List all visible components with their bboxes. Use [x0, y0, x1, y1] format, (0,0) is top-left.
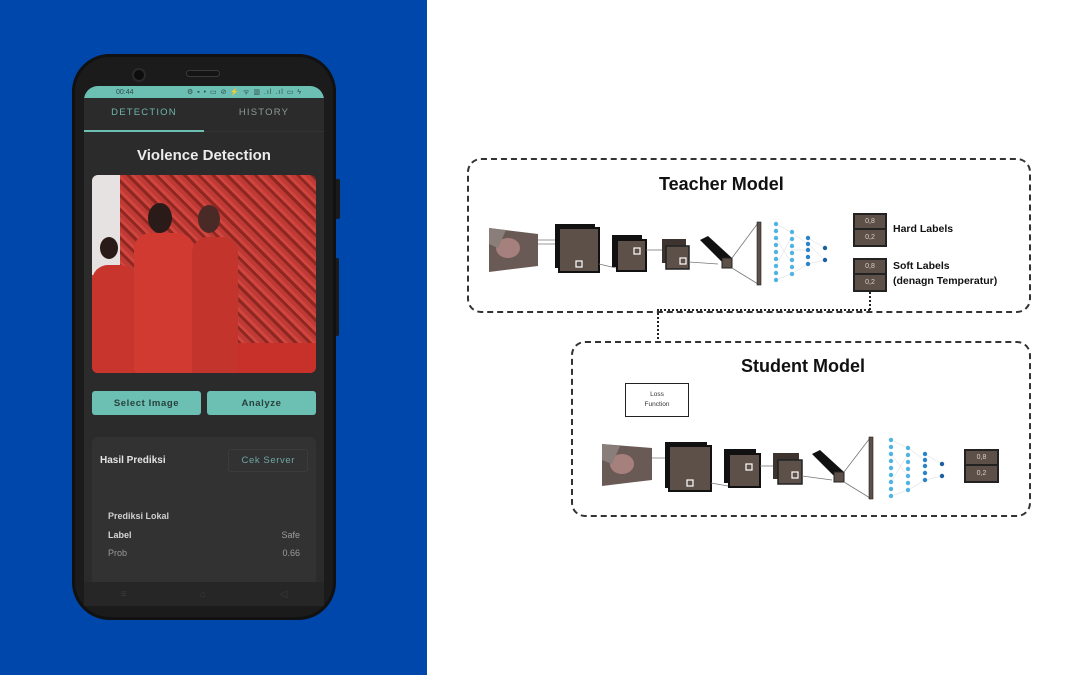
loss-function-box: Loss Function — [625, 383, 689, 417]
result-key: Label — [108, 530, 132, 540]
flatten-layer — [756, 221, 762, 286]
image-person-center-head — [148, 203, 172, 233]
student-output: 0,8 0,2 — [964, 449, 999, 483]
conv-layer-2 — [724, 449, 761, 488]
input-image-icon — [489, 228, 538, 272]
action-buttons: Select Image Analyze — [92, 391, 316, 415]
image-person-center — [134, 233, 194, 373]
connector-dotted-line — [869, 292, 871, 310]
soft-labels-line2: (denagn Temperatur) — [893, 275, 998, 287]
teacher-model-title: Teacher Model — [659, 174, 784, 194]
label-value: 0,2 — [865, 279, 875, 286]
app-title: Violence Detection — [137, 147, 271, 164]
cek-server-button[interactable]: Cek Server — [228, 449, 308, 472]
menu-icon[interactable]: ≡ — [120, 588, 127, 600]
dense-layers — [888, 437, 945, 499]
result-value: 0.66 — [282, 548, 300, 558]
prediction-result-card: Hasil Prediksi Cek Server Prediksi Lokal… — [92, 437, 316, 597]
loss-line2: Function — [644, 401, 670, 408]
tab-history[interactable]: HISTORY — [238, 107, 290, 118]
phone-screen: 00:44 ⚙ ▪ • ▭ ⊘ ⚡ ᯤ ▥ .ıl .ıl ▭ ϟ DETECT… — [84, 86, 324, 606]
flatten-layer — [868, 436, 874, 500]
tab-bar: DETECTION HISTORY — [84, 98, 324, 132]
image-person-left-head — [100, 237, 118, 259]
phone-mockup: 00:44 ⚙ ▪ • ▭ ⊘ ⚡ ᯤ ▥ .ıl .ıl ▭ ϟ DETECT… — [72, 54, 336, 620]
card-title: Hasil Prediksi — [100, 455, 166, 466]
image-person-right-head — [198, 205, 220, 233]
conv-layer-4 — [812, 450, 845, 483]
select-image-button[interactable]: Select Image — [92, 391, 201, 415]
analyze-button[interactable]: Analyze — [207, 391, 316, 415]
home-icon[interactable]: ⌂ — [200, 588, 207, 600]
label-value: 0,2 — [976, 470, 987, 477]
label-value: 0,8 — [966, 451, 997, 466]
soft-labels-line1: Soft Labels — [893, 260, 950, 272]
image-wall — [92, 175, 120, 275]
tab-detection[interactable]: DETECTION — [111, 107, 177, 118]
label-value: 0,2 — [865, 234, 875, 241]
student-model-box — [571, 341, 1031, 517]
result-row-label: Label Safe — [108, 530, 300, 540]
result-key: Prob — [108, 548, 128, 558]
back-icon[interactable]: ◁ — [279, 588, 288, 600]
conv-layer-1 — [665, 442, 712, 492]
result-value: Safe — [281, 530, 300, 540]
conv-layer-1 — [555, 224, 600, 273]
conv-layer-3 — [662, 239, 690, 270]
status-bar: 00:44 ⚙ ▪ • ▭ ⊘ ⚡ ᯤ ▥ .ıl .ıl ▭ ϟ — [84, 86, 324, 98]
phone-power-button — [334, 179, 340, 219]
input-image-icon — [602, 444, 652, 486]
selected-image-preview — [92, 175, 316, 373]
camera-icon — [132, 68, 146, 82]
hard-labels-text: Hard Labels — [893, 223, 954, 235]
status-time: 00:44 — [116, 88, 134, 96]
soft-labels-output: 0,8 0,2 — [853, 258, 887, 292]
conv-layer-4 — [700, 236, 733, 269]
speaker-grille — [186, 70, 220, 77]
conv-layer-3 — [773, 453, 803, 485]
loss-line1: Loss — [650, 391, 664, 398]
card-header: Hasil Prediksi Cek Server — [92, 437, 316, 472]
hard-labels-output: 0,8 0,2 — [853, 213, 887, 247]
result-row-prob: Prob 0.66 — [108, 548, 300, 558]
local-prediction: Prediksi Lokal Label Safe Prob 0.66 — [108, 511, 300, 566]
phone-volume-button — [334, 258, 339, 336]
label-value: 0,8 — [855, 260, 885, 275]
status-icons: ⚙ ▪ • ▭ ⊘ ⚡ ᯤ ▥ .ıl .ıl ▭ ϟ — [186, 88, 302, 96]
teacher-cnn-diagram — [489, 221, 828, 286]
label-value: 0,8 — [855, 215, 885, 230]
local-prediction-title: Prediksi Lokal — [108, 511, 170, 521]
image-person-left — [92, 265, 136, 373]
student-model-title: Student Model — [741, 356, 865, 376]
conv-layer-2 — [612, 235, 647, 272]
soft-labels-text: Soft Labels (denagn Temperatur) — [893, 259, 997, 289]
dense-layers — [773, 221, 828, 283]
student-cnn-diagram — [602, 436, 945, 500]
active-tab-indicator — [84, 130, 204, 132]
connector-dotted-line — [660, 309, 870, 311]
image-person-right — [192, 237, 238, 373]
android-nav-bar: ≡ ⌂ ◁ — [84, 582, 324, 606]
